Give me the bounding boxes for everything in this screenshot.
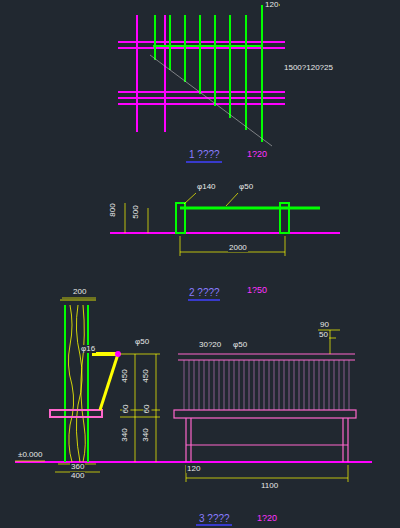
dimension-text: 360 (70, 463, 85, 471)
rail-stroke (344, 360, 345, 410)
dimension-text: φ50 (134, 338, 150, 346)
rail-stroke (309, 360, 310, 410)
dimension-text: 90 (319, 321, 330, 329)
dimension-text: ±0.000 (17, 451, 43, 459)
dimension-text: 800 (109, 202, 117, 217)
rail-stroke (239, 360, 240, 410)
rail-stroke (214, 360, 215, 410)
rail-stroke (314, 360, 315, 410)
rail-stroke (329, 360, 330, 410)
rail-stroke (349, 360, 350, 410)
dimension-text: 340 (121, 427, 129, 442)
rail-stroke (319, 360, 320, 410)
rail-stroke (199, 360, 200, 410)
rail-stroke (334, 360, 335, 410)
dimension-text: 500 (132, 204, 140, 219)
dimension-text: 60 (143, 404, 151, 415)
rail-stroke (264, 360, 265, 410)
rail-stroke (209, 360, 210, 410)
dimension-text: 30?20 (198, 341, 222, 349)
view-title: 1?50 (246, 286, 268, 295)
dimension-text: φ16 (80, 345, 96, 353)
rail-stroke (184, 360, 185, 410)
rail-stroke (339, 360, 340, 410)
view-title: 3 ???? (198, 514, 231, 524)
dimension-text: 2000 (228, 244, 248, 252)
dimension-text: 340 (142, 427, 150, 442)
dimension-text: 50 (318, 331, 329, 339)
rail-stroke (249, 360, 250, 410)
rail-stroke (204, 360, 205, 410)
dimension-text: φ50 (232, 341, 248, 349)
rail-stroke (304, 360, 305, 410)
view-title: 1 ???? (188, 150, 221, 160)
dimension-text: 400 (70, 472, 85, 480)
rail-stroke (279, 360, 280, 410)
rail-stroke (219, 360, 220, 410)
dimension-text: 450 (121, 368, 129, 383)
rail-stroke (254, 360, 255, 410)
view-title: 1?20 (256, 514, 278, 523)
view-title: 1?20 (246, 150, 268, 159)
rail-stroke (294, 360, 295, 410)
rail-stroke (194, 360, 195, 410)
dimension-text: 120 (264, 1, 279, 9)
rail-stroke (274, 360, 275, 410)
rail-stroke (269, 360, 270, 410)
dimension-text: φ50 (238, 183, 254, 191)
rail-stroke (229, 360, 230, 410)
dimension-text: 60 (122, 404, 130, 415)
dimension-text: φ140 (196, 183, 217, 191)
rail-stroke (189, 360, 190, 410)
rail-stroke (289, 360, 290, 410)
rail-stroke (244, 360, 245, 410)
rail-stroke (224, 360, 225, 410)
dimension-text: 1100 (260, 482, 279, 490)
rail-stroke (234, 360, 235, 410)
dimension-text: 200 (72, 288, 87, 296)
view-title: 2 ???? (188, 288, 221, 298)
dimension-text: 450 (142, 368, 150, 383)
rail-stroke (259, 360, 260, 410)
rail-stroke (299, 360, 300, 410)
rail-stroke (324, 360, 325, 410)
dimension-text: 1500?120?25 (283, 64, 334, 72)
rail-stroke (284, 360, 285, 410)
dimension-text: 120 (186, 465, 201, 473)
